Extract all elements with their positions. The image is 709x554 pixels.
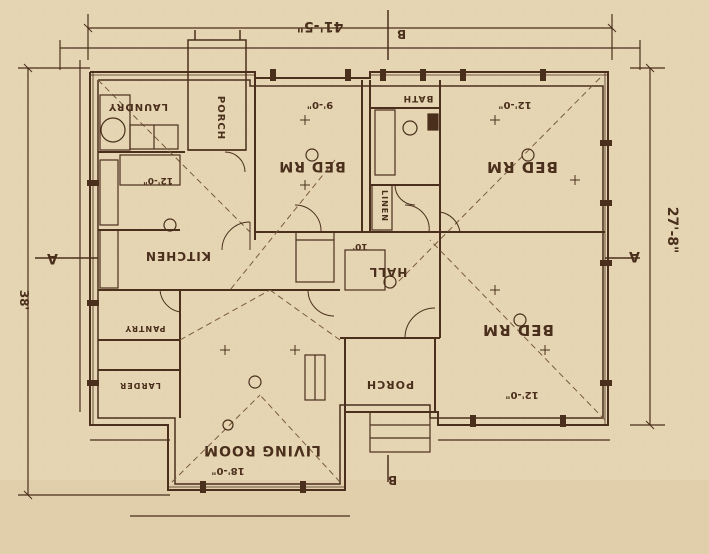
exterior-walls bbox=[89, 71, 609, 491]
dim-bed-rm-3-width: 12'-0" bbox=[505, 389, 538, 400]
room-label-laundry: LAUNDRY bbox=[108, 101, 168, 112]
kitchen-fixtures bbox=[99, 94, 181, 289]
room-label-bed-rm-2: BED RM bbox=[486, 158, 558, 176]
closets bbox=[295, 184, 393, 291]
dim-hall-closet: 10' bbox=[352, 241, 367, 251]
room-label-kitchen: KITCHEN bbox=[145, 249, 211, 263]
room-label-back-porch: PORCH bbox=[215, 96, 226, 140]
section-marker-a-left: A bbox=[46, 250, 58, 266]
back-porch-structure bbox=[187, 30, 247, 151]
room-label-bath: BATH bbox=[403, 93, 434, 103]
section-marker-b-top: B bbox=[396, 27, 406, 41]
living-room-fixtures bbox=[304, 354, 431, 453]
bath-fixtures bbox=[374, 109, 439, 176]
light-fixtures bbox=[222, 148, 535, 431]
section-marker-b-bottom: B bbox=[387, 473, 397, 487]
dim-overall-width: 41'-5" bbox=[297, 18, 344, 34]
room-label-front-porch: PORCH bbox=[366, 378, 414, 391]
room-label-bed-rm-1: BED RM bbox=[278, 158, 345, 174]
room-label-linen: LINEN bbox=[380, 190, 389, 222]
room-label-larder: LARDER bbox=[119, 381, 161, 390]
room-label-living-room: LIVING ROOM bbox=[203, 442, 321, 458]
dim-left-depth: 38' bbox=[17, 290, 31, 310]
section-markers bbox=[35, 10, 640, 482]
dim-overall-depth: 27'-8" bbox=[664, 207, 680, 254]
windows bbox=[87, 69, 612, 493]
dim-kitchen-width: 12'-0" bbox=[143, 175, 173, 185]
dimension-lines bbox=[18, 14, 665, 517]
dim-bed-rm-2-width: 12'-0" bbox=[498, 99, 531, 110]
room-label-hall: HALL bbox=[369, 265, 408, 279]
roof-ridge-lines bbox=[97, 77, 606, 483]
dim-bed-rm-1-width: 9'-0" bbox=[307, 99, 333, 110]
room-labels: LAUNDRY PORCH BED RM BATH LINEN BED RM K… bbox=[108, 93, 558, 458]
dimension-labels: 41'-5" 27'-8" 38' 9'-0" 12'-0" 12'-0" 18… bbox=[17, 18, 680, 476]
dim-living-room-size: 18'-0" bbox=[211, 465, 244, 476]
door-swings bbox=[159, 151, 461, 339]
room-label-bed-rm-3: BED RM bbox=[482, 321, 554, 339]
room-label-pantry: PANTRY bbox=[125, 324, 166, 333]
section-marker-a-right: A bbox=[628, 248, 640, 264]
